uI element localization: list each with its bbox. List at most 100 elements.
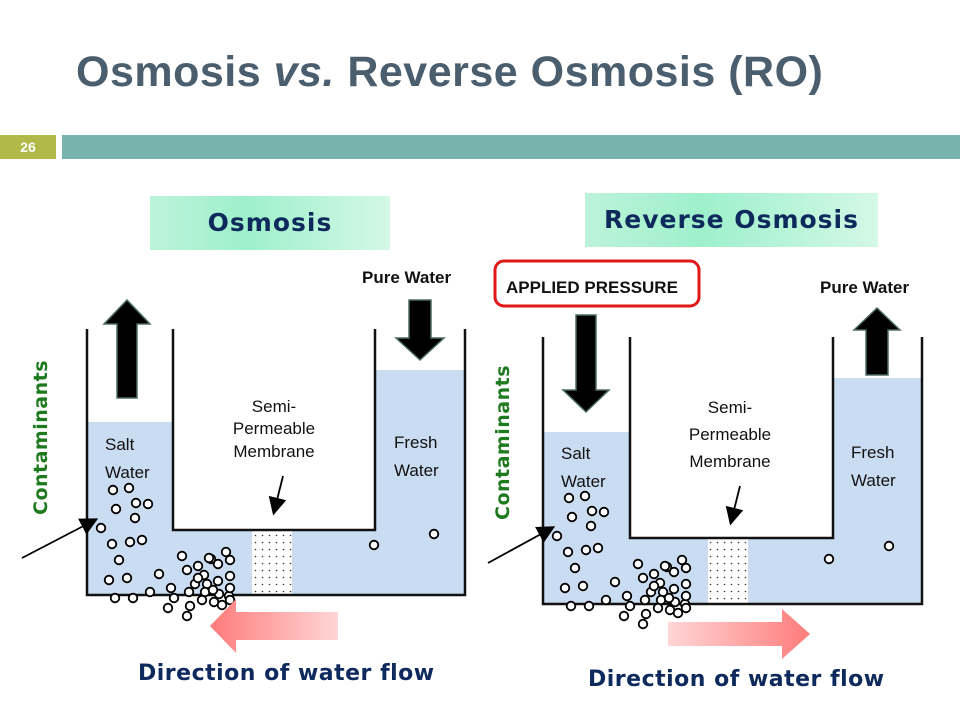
membrane [708,539,748,603]
contaminant-pointer [487,526,556,564]
applied-pressure-label: APPLIED PRESSURE [506,278,678,297]
arrow-up-icon [102,298,152,399]
particle [130,497,142,509]
membrane-label-3: Membrane [689,452,770,471]
particle [176,550,188,562]
particle [648,580,660,592]
contaminants-label: Contaminants [30,359,52,515]
membrane-label-2: Permeable [689,425,771,444]
inner-basin [171,329,377,532]
particle [609,576,621,588]
particle [680,590,692,602]
vessel-outline [541,337,924,606]
particle [181,610,193,622]
particle [823,553,835,565]
osmosis-diagram: Pure Water Salt Water Fresh Water Semi- … [21,268,467,653]
particle [680,602,692,614]
arrow-up-icon [852,306,902,376]
osmosis-heading: Osmosis [150,196,390,250]
particle [428,528,440,540]
membrane [252,531,292,594]
water-label: Water [105,463,150,482]
particle [192,560,204,572]
particle [551,530,563,542]
particle [121,572,133,584]
particles-left [95,482,440,622]
particles-right [551,490,895,630]
particle [640,608,652,620]
flow-arrow-left-icon [210,599,338,653]
particle [580,544,592,556]
particle [637,572,649,584]
particle [162,602,174,614]
particle [184,600,196,612]
particle [676,554,688,566]
particle [224,554,236,566]
salt-water [543,378,922,604]
fresh-label: Fresh [394,433,437,452]
membrane-pointer [268,475,287,516]
slide-title: Osmosis vs. Reverse Osmosis (RO) [76,48,823,97]
particle [113,554,125,566]
particle [142,498,154,510]
particle [224,570,236,582]
particle [883,540,895,552]
title-text-2: Reverse Osmosis (RO) [334,48,824,96]
membrane-label-3: Membrane [233,442,314,461]
applied-pressure-box [493,259,701,308]
particle [559,582,571,594]
particle [652,602,664,614]
particle [648,568,660,580]
membrane-label-1: Semi- [708,398,752,417]
water-label: Water [561,472,606,491]
particle [203,552,215,564]
particle [129,512,141,524]
contaminant-pointer [21,518,99,559]
pure-water-label: Pure Water [820,278,910,297]
particle [224,582,236,594]
particle [598,506,610,518]
title-text-1: Osmosis [76,48,274,96]
particle [569,562,581,574]
particle [109,592,121,604]
flow-label: Direction of water flow [588,667,885,692]
salt-label: Salt [561,444,591,463]
particle [110,503,122,515]
particle [680,578,692,590]
particle [168,592,180,604]
particle [136,534,148,546]
water-label: Water [851,471,896,490]
particle [577,580,589,592]
particle [165,582,177,594]
particle [368,539,380,551]
flow-arrow-right-icon [668,609,810,659]
particle [216,599,228,611]
particle [103,574,115,586]
particle [565,600,577,612]
title-vs: vs. [273,48,335,96]
particle [637,618,649,630]
particle [680,562,692,574]
particle [127,592,139,604]
particle [181,564,193,576]
particle [663,592,675,604]
particle [123,482,135,494]
particle [583,600,595,612]
particle [672,607,684,619]
salt-water [87,370,465,595]
arrow-down-icon [394,299,446,362]
particle [212,558,224,570]
particle [153,568,165,580]
particle [106,538,118,550]
vessel-outline [85,329,467,597]
water-label: Water [394,461,439,480]
particle [95,522,107,534]
particle [659,560,671,572]
particle [124,536,136,548]
particle [624,600,636,612]
fresh-label: Fresh [851,443,894,462]
pure-water-label: Pure Water [362,268,452,287]
arrow-down-icon [561,314,611,414]
particle [183,586,195,598]
